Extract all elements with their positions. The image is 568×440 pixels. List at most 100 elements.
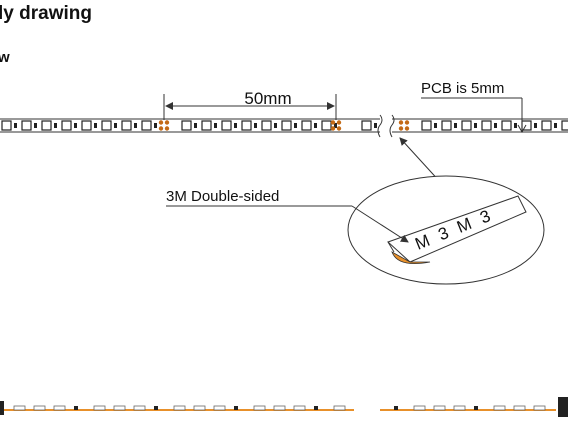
tape-detail-view: M 3 M 3: [347, 175, 545, 285]
led-chip: [81, 120, 92, 131]
resistor: [374, 123, 377, 128]
led-chip: [101, 120, 112, 131]
resistor: [134, 123, 137, 128]
led-chip: [141, 120, 152, 131]
led-chip: [361, 120, 372, 131]
side-led: [33, 405, 46, 411]
resistor: [434, 123, 437, 128]
side-led: [173, 405, 186, 411]
solder-pad: [336, 126, 342, 131]
led-chip: [281, 120, 292, 131]
resistor: [554, 123, 557, 128]
solder-pad: [398, 126, 404, 131]
solder-pad-pair: [158, 120, 170, 131]
resistor: [474, 123, 477, 128]
side-led: [513, 405, 526, 411]
tape-annotation: 3M Double-sided: [166, 188, 409, 243]
resistor: [254, 123, 257, 128]
resistor: [234, 123, 237, 128]
led-chip: [481, 120, 492, 131]
led-chip: [501, 120, 512, 131]
resistor: [74, 123, 77, 128]
led-chip: [121, 120, 132, 131]
side-led: [213, 405, 226, 411]
side-led: [253, 405, 266, 411]
side-resistor: [154, 406, 158, 410]
side-resistor: [234, 406, 238, 410]
led-chip: [261, 120, 272, 131]
spacing-label: 50mm: [244, 89, 291, 108]
resistor: [94, 123, 97, 128]
resistor: [34, 123, 37, 128]
resistor: [194, 123, 197, 128]
led-strip-side-view: [0, 397, 568, 417]
led-chip: [241, 120, 252, 131]
break-mark-left: [377, 114, 383, 138]
led-chip: [61, 120, 72, 131]
side-led: [433, 405, 446, 411]
solder-pad: [404, 120, 410, 125]
led-chip: [541, 120, 552, 131]
spacing-dimension: 50mm: [163, 89, 337, 120]
side-led: [133, 405, 146, 411]
pcb-width-annotation: PCB is 5mm: [421, 80, 527, 134]
solder-pad: [398, 120, 404, 125]
resistor: [314, 123, 317, 128]
solder-pad: [164, 126, 170, 131]
solder-pad: [158, 126, 164, 131]
side-led: [453, 405, 466, 411]
solder-pad: [158, 120, 164, 125]
led-chip: [181, 120, 192, 131]
cut-pads: [158, 120, 410, 131]
resistor: [14, 123, 17, 128]
side-resistor: [474, 406, 478, 410]
side-led: [93, 405, 106, 411]
led-chip: [221, 120, 232, 131]
resistor: [334, 123, 337, 128]
resistors: [14, 123, 557, 128]
solder-pad: [330, 120, 336, 125]
resistor: [294, 123, 297, 128]
resistor: [274, 123, 277, 128]
pcb-width-label: PCB is 5mm: [421, 80, 504, 97]
solder-pad-pair: [398, 120, 410, 131]
resistor: [214, 123, 217, 128]
side-led: [113, 405, 126, 411]
led-chip: [201, 120, 212, 131]
led-chip: [461, 120, 472, 131]
side-led: [53, 405, 66, 411]
led-chips: [1, 120, 568, 131]
side-resistor: [74, 406, 78, 410]
led-chip: [41, 120, 52, 131]
tape-backing-orange: [391, 251, 431, 265]
side-led: [333, 405, 346, 411]
resistor: [154, 123, 157, 128]
led-chip: [561, 120, 568, 131]
led-chip: [421, 120, 432, 131]
view-label: w: [0, 49, 10, 66]
resistor: [534, 123, 537, 128]
side-led-chips: [13, 405, 546, 411]
side-resistor: [394, 406, 398, 410]
led-chip: [1, 120, 12, 131]
solder-pad: [336, 120, 342, 125]
resistor: [514, 123, 517, 128]
resistor: [114, 123, 117, 128]
break-mark-right: [389, 114, 395, 138]
resistor: [54, 123, 57, 128]
side-led: [293, 405, 306, 411]
side-led: [493, 405, 506, 411]
side-led: [533, 405, 546, 411]
led-chip: [21, 120, 32, 131]
side-led: [193, 405, 206, 411]
led-chip: [301, 120, 312, 131]
side-led: [413, 405, 426, 411]
tape-label: 3M Double-sided: [166, 188, 279, 205]
resistor: [494, 123, 497, 128]
solder-pad: [404, 126, 410, 131]
side-led: [13, 405, 26, 411]
solder-pad: [330, 126, 336, 131]
side-resistor: [314, 406, 318, 410]
led-strip-top: [0, 114, 568, 138]
